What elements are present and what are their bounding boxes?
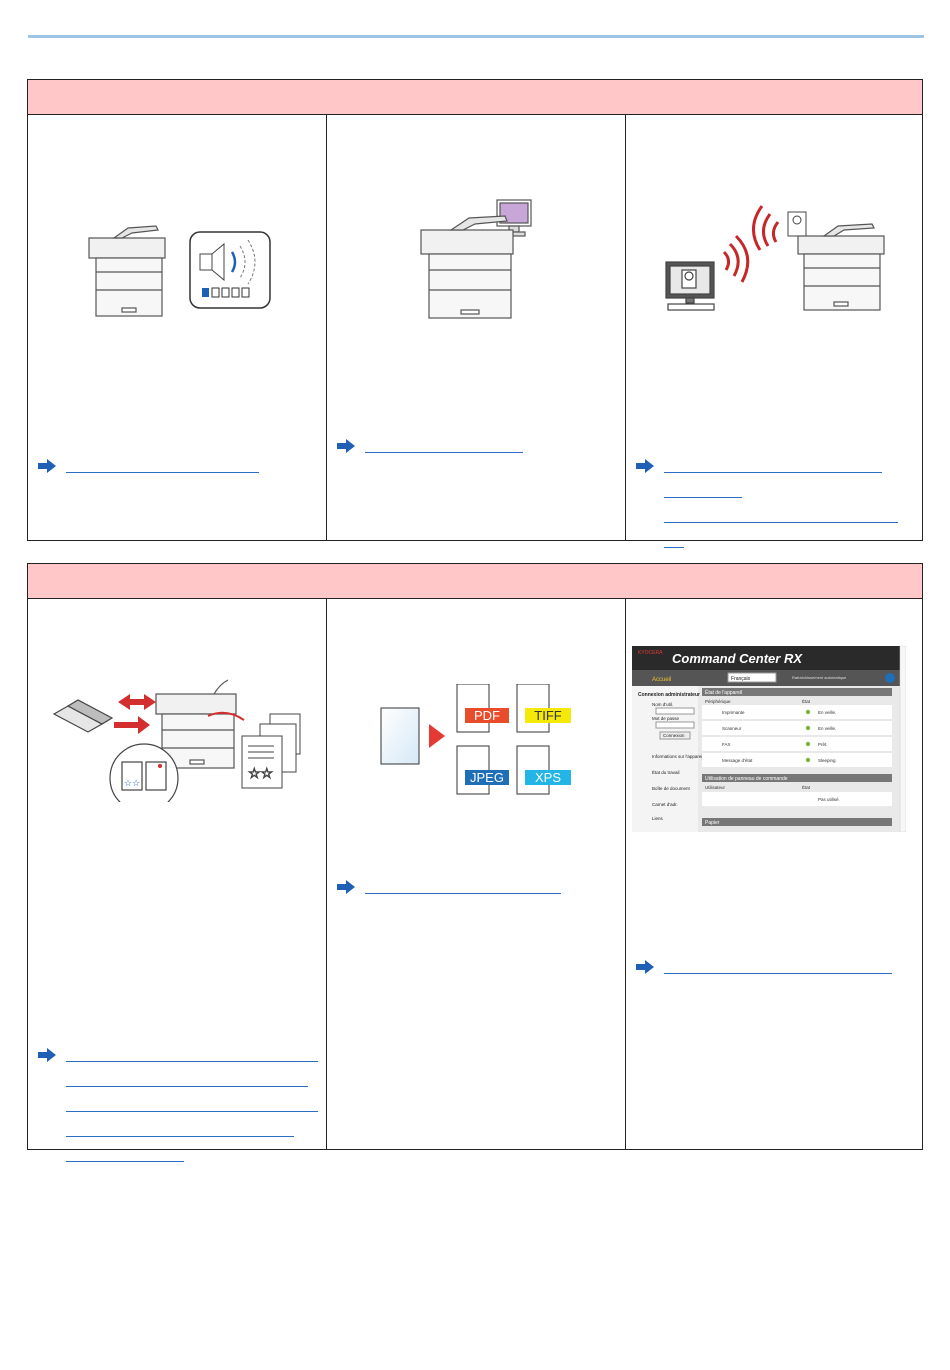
section-2: ☆☆ ☆☆: [27, 563, 925, 1162]
reference-link[interactable]: [636, 960, 892, 974]
reference-link[interactable]: [636, 459, 898, 548]
ccrx-title: Command Center RX: [672, 651, 803, 666]
svg-text:☆☆: ☆☆: [248, 765, 273, 781]
link-underline[interactable]: [664, 519, 898, 523]
feature-cell: PDF TIFF JPEG XPS: [326, 598, 626, 1149]
ccrx-col-state: État: [802, 784, 811, 790]
document-preview-icon: ☆☆: [109, 743, 179, 802]
ccrx-col-device: Périphérique: [705, 699, 731, 704]
ccrx-nav-item: État du travail: [652, 769, 680, 775]
mfp-printer-icon: [155, 679, 237, 769]
link-underline[interactable]: [66, 1158, 184, 1162]
format-icon: TIFF: [516, 684, 571, 733]
ccrx-device-state: Sleeping.: [818, 758, 837, 763]
format-xps: XPS: [535, 770, 561, 785]
reference-link[interactable]: [38, 459, 259, 473]
mfp-speaker-illustration: [88, 225, 271, 317]
ccrx-device-state: En veille.: [818, 726, 836, 731]
link-underline[interactable]: [66, 1058, 318, 1062]
link-underline[interactable]: [664, 494, 742, 498]
feature-cell: ☆☆ ☆☆: [28, 598, 326, 1162]
section-1: [27, 79, 925, 548]
link-underline[interactable]: [365, 449, 523, 453]
section-header: [28, 564, 922, 599]
document-icon: [787, 211, 807, 237]
ccrx-login-title: Connexion administrateur: [638, 692, 700, 698]
link-underline[interactable]: [664, 469, 882, 473]
link-underline[interactable]: [664, 544, 684, 548]
ccrx-refresh: Rafraîchissement automatique: [792, 675, 847, 680]
command-center-screenshot: KYOCERA Command Center RX Accueil França…: [632, 646, 906, 832]
reference-link[interactable]: [38, 1048, 318, 1162]
ccrx-brand: KYOCERA: [638, 650, 663, 656]
ccrx-language: Français: [731, 676, 751, 682]
link-underline[interactable]: [66, 1108, 318, 1112]
source-page: [380, 707, 420, 765]
arrow-right-icon: [636, 459, 654, 473]
ccrx-usage-state: Pas utilisé.: [818, 797, 840, 802]
format-pdf: PDF: [474, 708, 500, 723]
transfer-arrows: [114, 694, 156, 734]
section-header: [28, 80, 922, 115]
ccrx-status-header: État de l'appareil: [705, 689, 742, 696]
format-tiff: TIFF: [534, 708, 561, 723]
format-icon: PDF: [456, 684, 509, 733]
feature-cell: [326, 114, 626, 540]
arrow-right-icon: [636, 960, 654, 974]
usb-print-illustration: ☆☆ ☆☆: [52, 679, 301, 802]
ccrx-col-state: État: [802, 698, 811, 704]
svg-text:☆☆: ☆☆: [124, 778, 140, 788]
wireless-signal-icon: [722, 205, 780, 283]
document-stack-icon: ☆☆: [241, 713, 301, 789]
format-jpeg: JPEG: [470, 770, 504, 785]
wireless-print-illustration: [665, 205, 885, 311]
convert-arrow: [429, 724, 445, 748]
feature-cell: KYOCERA Command Center RX Accueil França…: [625, 598, 925, 1149]
usb-stick-icon: [52, 699, 114, 733]
ccrx-device-name: Imprimante: [722, 710, 745, 715]
top-rule: [28, 35, 924, 38]
ccrx-login-button: Connexion: [663, 733, 685, 738]
ccrx-paper-header: Papier: [705, 820, 720, 826]
format-icon: JPEG: [456, 745, 509, 795]
monitor-icon: [665, 261, 715, 311]
reference-link[interactable]: [337, 880, 561, 894]
ccrx-nav-item: Liens: [652, 816, 664, 821]
ccrx-user-label: Nom d'util.: [652, 702, 673, 707]
ccrx-usage-header: Utilisation de panneau de commande: [705, 776, 788, 782]
ccrx-device-name: FAX: [722, 742, 731, 747]
mfp-printer-icon: [420, 215, 514, 319]
ccrx-device-state: Prêt.: [818, 742, 828, 747]
format-icon: XPS: [516, 745, 571, 795]
file-format-illustration: PDF TIFF JPEG XPS: [380, 684, 571, 795]
ccrx-nav-item: Informations sur l'appareil: [652, 754, 703, 759]
mfp-printer-icon: [88, 225, 166, 317]
ccrx-device-name: Scanneur: [722, 726, 742, 731]
ccrx-home: Accueil: [652, 677, 671, 683]
link-underline[interactable]: [664, 970, 892, 974]
link-underline[interactable]: [66, 1083, 308, 1087]
ccrx-nav-item: Boîte de document: [652, 786, 691, 791]
ccrx-password-label: Mot de passe: [652, 716, 680, 721]
speaker-icon: [189, 231, 271, 309]
link-underline[interactable]: [66, 469, 259, 473]
feature-cell: [625, 114, 925, 548]
ccrx-device-name: Message d'état: [722, 758, 753, 763]
arrow-right-icon: [38, 1048, 56, 1062]
ccrx-device-state: En veille.: [818, 710, 836, 715]
ccrx-nav-item: Carnet d'adr.: [652, 802, 678, 807]
ccrx-col-user: Utilisateur: [705, 785, 726, 790]
link-underline[interactable]: [66, 1133, 294, 1137]
mfp-printer-icon: [797, 223, 885, 311]
arrow-right-icon: [337, 880, 355, 894]
mfp-monitor-illustration: [420, 199, 532, 319]
feature-cell: [28, 114, 326, 540]
arrow-right-icon: [337, 439, 355, 453]
reference-link[interactable]: [337, 439, 523, 453]
link-underline[interactable]: [365, 890, 561, 894]
arrow-right-icon: [38, 459, 56, 473]
